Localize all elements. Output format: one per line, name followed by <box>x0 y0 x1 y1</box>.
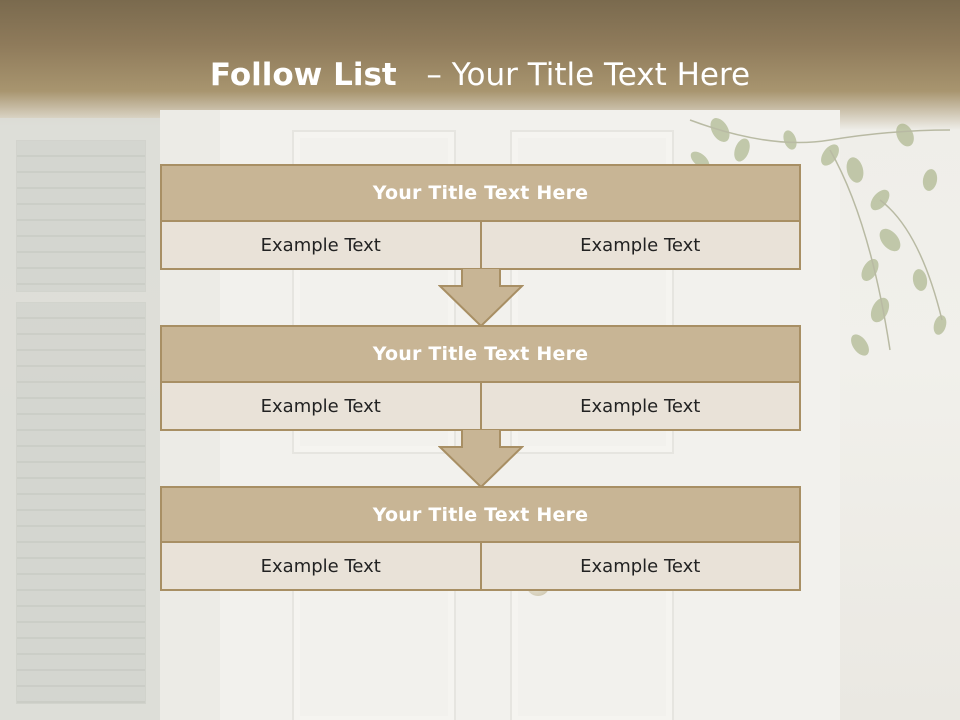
title-bold-part: Follow List <box>209 57 397 93</box>
flow-block-cell-left: Example Text <box>160 220 482 270</box>
flow-block-3: Your Title Text Here Example Text Exampl… <box>160 486 801 591</box>
flow-block-title: Your Title Text Here <box>160 164 801 222</box>
title-separator: – <box>407 57 442 93</box>
flow-block-cells: Example Text Example Text <box>160 220 801 270</box>
header-band <box>0 0 960 130</box>
flow-block-cell-right: Example Text <box>479 381 801 431</box>
flow-block-title: Your Title Text Here <box>160 325 801 383</box>
title-rest: Your Title Text Here <box>451 57 751 93</box>
flow-block-cell-right: Example Text <box>479 220 801 270</box>
down-arrow-icon <box>438 429 524 489</box>
title-dash: – <box>426 57 442 93</box>
page-title: Follow List – Your Title Text Here <box>0 54 960 96</box>
flow-block-1: Your Title Text Here Example Text Exampl… <box>160 164 801 270</box>
shutter-panel <box>16 302 146 704</box>
flow-block-title: Your Title Text Here <box>160 486 801 543</box>
flow-block-cells: Example Text Example Text <box>160 381 801 431</box>
shutter-panel <box>16 140 146 292</box>
flow-block-2: Your Title Text Here Example Text Exampl… <box>160 325 801 431</box>
flow-block-cell-left: Example Text <box>160 381 482 431</box>
flow-block-cell-right: Example Text <box>479 541 801 591</box>
leaves-decoration <box>689 118 951 356</box>
window-shutter <box>0 118 160 720</box>
down-arrow-icon <box>438 268 524 328</box>
flow-block-cells: Example Text Example Text <box>160 541 801 591</box>
flow-block-cell-left: Example Text <box>160 541 482 591</box>
